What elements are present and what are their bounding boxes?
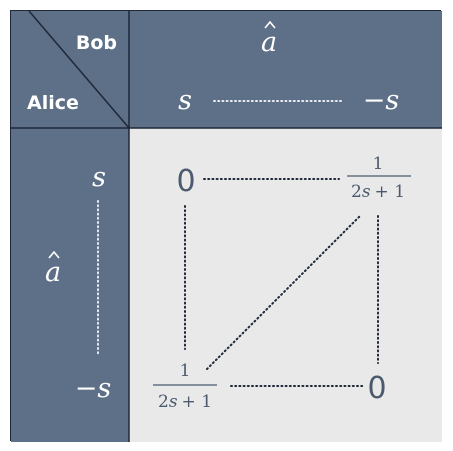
row-variable: a [45, 257, 61, 288]
corner-diagonal [28, 10, 130, 129]
payoff-top-left: 0 [176, 164, 195, 199]
payoff-top-right: 1 2s+ 1 [347, 154, 411, 202]
fraction-top-right-denominator: 2s+ 1 [351, 182, 405, 202]
payoff-matrix: Bob Alice a s −s a s −s 0 0 1 2s+ 1 1 2s… [10, 10, 442, 442]
column-player-label: Bob [76, 32, 117, 54]
column-strategy-2: −s [363, 85, 399, 116]
payoff-bottom-left: 1 2s+ 1 [153, 361, 217, 412]
row-player-label: Alice [27, 92, 79, 114]
connector-diagonal [206, 215, 361, 370]
column-strategy-1: s [178, 85, 192, 116]
column-hat-accent [264, 20, 276, 29]
row-hat-accent [48, 250, 60, 259]
payoff-diagram: Bob Alice a s −s a s −s 0 0 1 2s+ 1 1 2s… [11, 10, 442, 442]
fraction-bottom-left-numerator: 1 [180, 361, 191, 381]
column-header-band [11, 11, 442, 128]
fraction-top-right-numerator: 1 [373, 154, 384, 174]
row-header-band [11, 128, 129, 442]
payoff-cell-area [129, 128, 442, 442]
row-strategy-2: −s [75, 373, 111, 404]
row-strategy-1: s [92, 162, 106, 193]
fraction-bottom-left-denominator: 2s+ 1 [158, 392, 212, 412]
column-variable: a [261, 27, 277, 58]
payoff-bottom-right: 0 [367, 371, 386, 406]
